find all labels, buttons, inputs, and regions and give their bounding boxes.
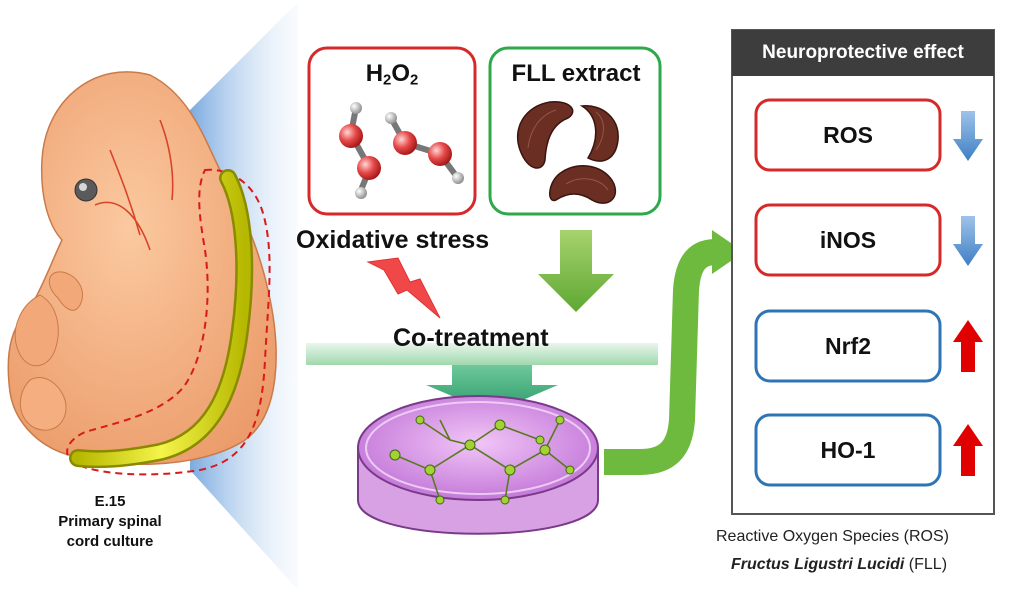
- fll-extract-label: FLL extract: [511, 60, 641, 87]
- embryo-caption: E.15 Primary spinal cord culture: [40, 492, 180, 552]
- down-arrow-fll: [538, 230, 614, 312]
- marker-box-ho1: [754, 413, 942, 487]
- fll-fruits: [516, 101, 619, 204]
- footnote-fll: Fructus Ligustri Lucidi (FLL): [731, 556, 947, 574]
- curved-arrow-to-panel: [604, 230, 744, 475]
- arrow-up-icon-ho1: [953, 424, 983, 476]
- marker-label-inos: iNOS: [819, 227, 877, 253]
- embryo-culture-label-2: cord culture: [66, 533, 154, 550]
- petri-dish: [357, 395, 599, 535]
- panel-title: Neuroprotective effect: [732, 30, 994, 76]
- footnote-fll-abbrev: (FLL): [904, 556, 948, 573]
- h2o2-box: [307, 46, 477, 216]
- footnote-fll-latin: Fructus Ligustri Lucidi: [731, 556, 905, 573]
- h2o2-sub1: 2: [383, 72, 392, 89]
- down-arrow-dish: [426, 365, 558, 413]
- h2o2-molecules: [339, 102, 464, 199]
- arrow-down-icon-ros: [953, 111, 983, 161]
- lightning-icon: [366, 257, 441, 319]
- co-treatment-label: Co-treatment: [393, 324, 549, 352]
- marker-box-inos: [754, 203, 942, 277]
- arrow-up-icon-nrf2: [953, 320, 983, 372]
- co-treatment-band: [306, 343, 658, 365]
- footnote-ros: Reactive Oxygen Species (ROS): [716, 528, 949, 545]
- marker-box-nrf2: [754, 309, 942, 383]
- fll-box: [488, 46, 662, 216]
- marker-list: [754, 98, 983, 487]
- h2o2-o: O: [391, 60, 410, 87]
- arrow-down-icon-inos: [953, 216, 983, 266]
- marker-label-ros: ROS: [823, 122, 873, 148]
- h2o2-sub2: 2: [410, 72, 419, 89]
- marker-box-ros: [754, 98, 942, 172]
- oxidative-stress-label: Oxidative stress: [296, 226, 490, 254]
- embryo-illustration: [7, 71, 277, 476]
- marker-label-ho1: HO-1: [820, 437, 876, 463]
- embryo-culture-label-1: Primary spinal: [58, 513, 162, 530]
- marker-label-nrf2: Nrf2: [824, 333, 871, 359]
- h2o2-label: H2O2: [333, 60, 451, 89]
- embryo-stage-label: E.15: [94, 493, 126, 510]
- h2o2-h: H: [365, 60, 384, 87]
